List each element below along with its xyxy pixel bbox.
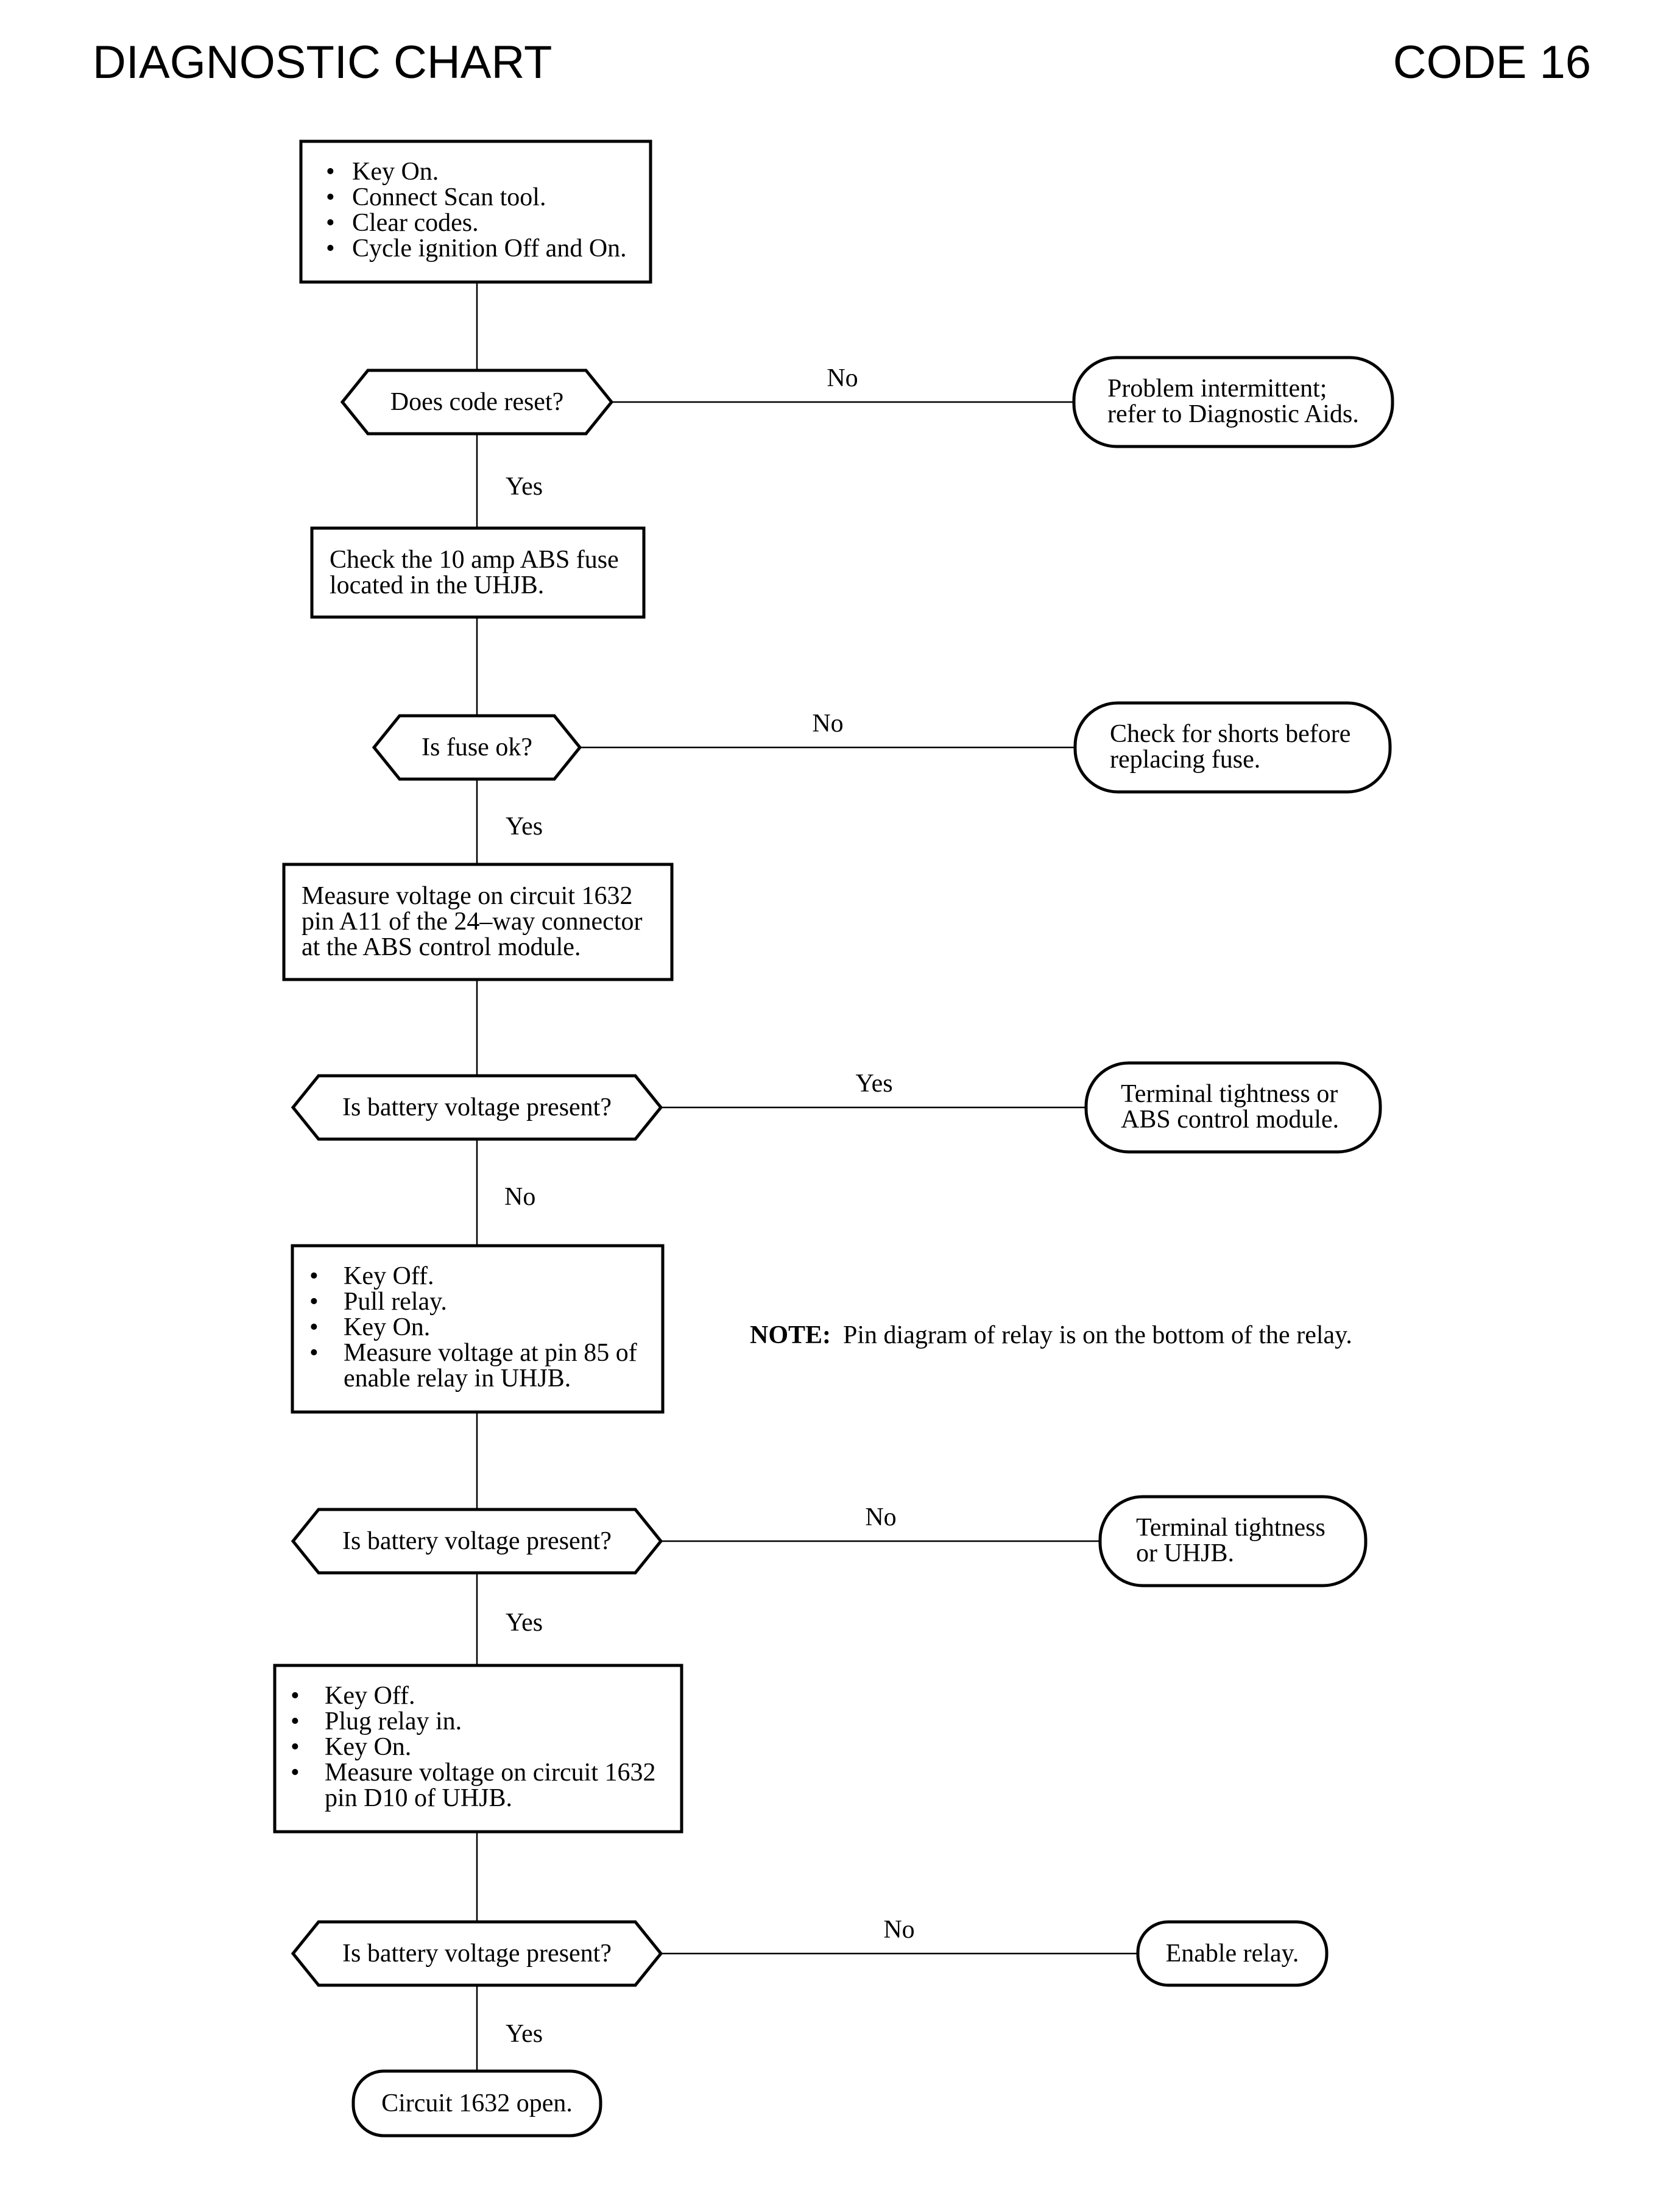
relay-step: Key Off. bbox=[344, 1262, 434, 1290]
result-text: Enable relay. bbox=[1166, 1940, 1299, 1968]
q2-yes-label: Yes bbox=[506, 813, 543, 841]
measure-voltage-box: Measure voltage on circuit 1632 pin A11 … bbox=[282, 863, 674, 981]
relay-step: enable relay in UHJB. bbox=[344, 1364, 571, 1393]
bullet: • bbox=[309, 1262, 319, 1290]
result-text: or UHJB. bbox=[1136, 1539, 1234, 1567]
q2-no-label: No bbox=[812, 710, 843, 738]
q4-yes-label: Yes bbox=[506, 1609, 543, 1637]
pull-relay-box: • Key Off. • Pull relay. • Key On. • Mea… bbox=[291, 1244, 665, 1414]
decision-battery-voltage-1: Is battery voltage present? bbox=[291, 1074, 663, 1141]
bullet: • bbox=[291, 1733, 300, 1761]
result-terminal-tightness-uhjb: Terminal tightness or UHJB. bbox=[1098, 1495, 1368, 1587]
start-steps-box: • Key On. • Connect Scan tool. • Clear c… bbox=[299, 139, 652, 284]
bullet: • bbox=[326, 158, 335, 186]
start-step: Cycle ignition Off and On. bbox=[352, 235, 627, 263]
step-text: at the ABS control module. bbox=[302, 933, 581, 961]
result-enable-relay: Enable relay. bbox=[1136, 1920, 1329, 1987]
q5-yes-label: Yes bbox=[506, 2020, 543, 2048]
start-step: Connect Scan tool. bbox=[352, 183, 546, 211]
plug-step: pin D10 of UHJB. bbox=[325, 1784, 512, 1812]
note-text: Pin diagram of relay is on the bottom of… bbox=[843, 1321, 1352, 1349]
plug-step: Measure voltage on circuit 1632 bbox=[325, 1759, 656, 1787]
decision-text: Does code reset? bbox=[390, 388, 564, 416]
decision-text: Is battery voltage present? bbox=[342, 1940, 612, 1968]
bullet: • bbox=[309, 1288, 319, 1316]
result-text: Terminal tightness bbox=[1136, 1514, 1325, 1542]
bullet: • bbox=[309, 1339, 319, 1367]
bullet: • bbox=[291, 1707, 300, 1735]
result-terminal-tightness-abs: Terminal tightness or ABS control module… bbox=[1084, 1061, 1382, 1154]
decision-battery-voltage-2: Is battery voltage present? bbox=[291, 1508, 663, 1575]
result-circuit-open: Circuit 1632 open. bbox=[351, 2069, 602, 2138]
decision-text: Is fuse ok? bbox=[422, 733, 532, 761]
decision-battery-voltage-3: Is battery voltage present? bbox=[291, 1920, 663, 1987]
result-check-shorts: Check for shorts before replacing fuse. bbox=[1073, 701, 1392, 794]
bullet: • bbox=[326, 209, 335, 237]
bullet: • bbox=[291, 1682, 300, 1710]
result-text: refer to Diagnostic Aids. bbox=[1107, 400, 1359, 428]
decision-code-reset: Does code reset? bbox=[340, 369, 614, 436]
q1-yes-label: Yes bbox=[506, 473, 543, 501]
decision-fuse-ok: Is fuse ok? bbox=[372, 714, 582, 781]
result-text: Problem intermittent; bbox=[1107, 375, 1327, 403]
plug-step: Key On. bbox=[325, 1733, 411, 1761]
start-step: Key On. bbox=[352, 158, 439, 186]
code-number: CODE 16 bbox=[1393, 37, 1591, 88]
start-step: Clear codes. bbox=[352, 209, 479, 237]
plug-step: Plug relay in. bbox=[325, 1707, 462, 1735]
result-text: replacing fuse. bbox=[1110, 746, 1260, 774]
result-text: Terminal tightness or bbox=[1121, 1080, 1338, 1108]
decision-text: Is battery voltage present? bbox=[342, 1093, 612, 1121]
bullet: • bbox=[326, 183, 335, 211]
page-title: DIAGNOSTIC CHART bbox=[93, 37, 552, 88]
q3-no-label: No bbox=[504, 1183, 535, 1211]
plug-step: Key Off. bbox=[325, 1682, 415, 1710]
result-problem-intermittent: Problem intermittent; refer to Diagnosti… bbox=[1072, 356, 1394, 448]
note: NOTE: Pin diagram of relay is on the bott… bbox=[750, 1321, 1352, 1349]
q4-no-label: No bbox=[865, 1503, 896, 1531]
step-text: Measure voltage on circuit 1632 bbox=[302, 882, 633, 910]
step-text: pin A11 of the 24–way connector bbox=[302, 908, 642, 936]
q3-yes-label: Yes bbox=[855, 1070, 892, 1098]
result-text: Check for shorts before bbox=[1110, 720, 1350, 748]
decision-text: Is battery voltage present? bbox=[342, 1527, 612, 1555]
relay-step: Measure voltage at pin 85 of bbox=[344, 1339, 637, 1367]
result-text: ABS control module. bbox=[1121, 1106, 1339, 1134]
bullet: • bbox=[309, 1313, 319, 1341]
relay-step: Pull relay. bbox=[344, 1288, 447, 1316]
q1-no-label: No bbox=[827, 364, 858, 392]
bullet: • bbox=[291, 1759, 300, 1787]
q5-no-label: No bbox=[883, 1916, 914, 1944]
step-text: located in the UHJB. bbox=[330, 571, 544, 599]
check-fuse-box: Check the 10 amp ABS fuse located in the… bbox=[310, 526, 646, 619]
bullet: • bbox=[326, 235, 335, 263]
note-label: NOTE: bbox=[750, 1321, 831, 1349]
plug-relay-box: • Key Off. • Plug relay in. • Key On. • … bbox=[273, 1664, 683, 1834]
step-text: Check the 10 amp ABS fuse bbox=[330, 546, 619, 574]
relay-step: Key On. bbox=[344, 1313, 430, 1341]
result-text: Circuit 1632 open. bbox=[381, 2089, 573, 2117]
